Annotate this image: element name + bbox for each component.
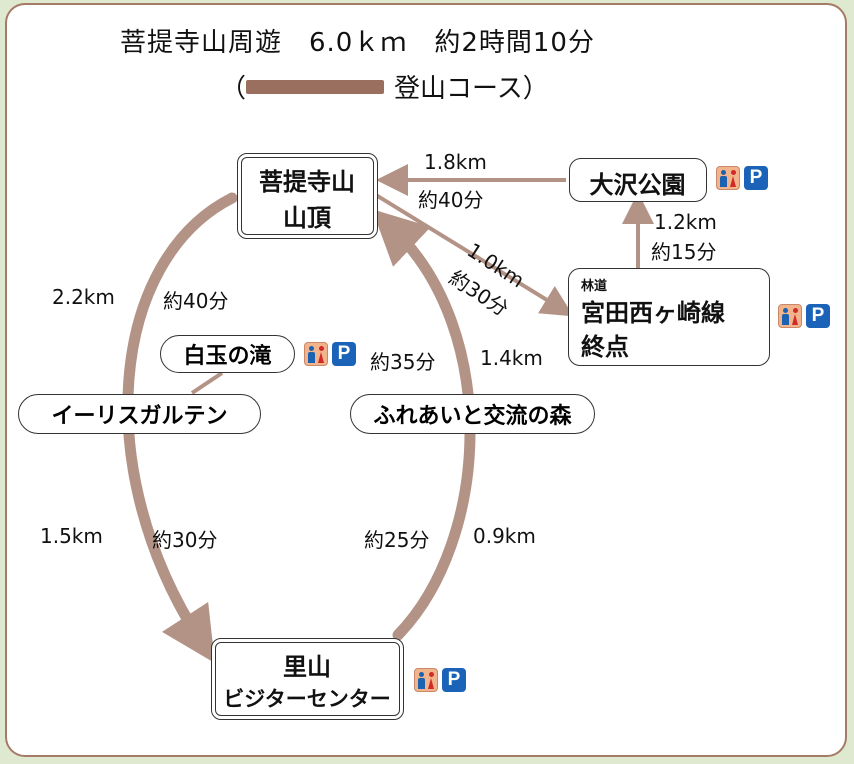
toilet-icon [778, 304, 802, 328]
dist-fureai-summit-time: 約35分 [370, 350, 436, 374]
rindo-box: 林道 宮田西ヶ崎線 終点 [568, 268, 770, 366]
osawa-box: 大沢公園 [569, 158, 707, 202]
parking-icon: P [442, 668, 466, 692]
route-summit-satoyama [122, 192, 238, 664]
route-satoyama-summit [372, 209, 476, 641]
dist-summit-irisu-km: 2.2km [52, 285, 115, 309]
legend-route-swatch [246, 80, 384, 94]
rindo-small-label: 林道 [581, 279, 608, 294]
dist-satoyama-fureai-km: 0.9km [473, 524, 536, 548]
route-summit-rindo [374, 193, 574, 317]
toilet-icon [304, 342, 328, 366]
dist-osawa-summit-km: 1.8km [424, 150, 487, 174]
dist-irisu-satoyama-time: 約30分 [152, 528, 218, 552]
toilet-icon [414, 668, 438, 692]
dist-osawa-summit-time: 約40分 [418, 188, 484, 212]
rindo-label-2: 終点 [581, 333, 629, 361]
parking-icon: P [806, 304, 830, 328]
shiratama-label: 白玉の滝 [160, 335, 295, 373]
osawa-label: 大沢公園 [589, 171, 686, 199]
dist-fureai-summit-km: 1.4km [480, 346, 543, 370]
summit-label-1: 菩提寺山 [259, 168, 355, 196]
page-title: 菩提寺山周遊 6.0ｋｍ 約2時間10分 [120, 28, 595, 58]
summit-box: 菩提寺山 山頂 [237, 153, 378, 239]
map-card [5, 3, 847, 757]
satoyama-box: 里山 ビジターセンター [211, 638, 404, 720]
toilet-icon [716, 166, 740, 190]
summit-label-2: 山頂 [283, 204, 331, 232]
shiratama-connector [190, 371, 224, 395]
legend-open: （ [220, 74, 247, 104]
irisu-label: イーリスガルテン [18, 394, 261, 434]
dist-rindo-osawa-time: 約15分 [651, 240, 717, 264]
rindo-label-1: 宮田西ヶ崎線 [581, 299, 725, 327]
dist-satoyama-fureai-time: 約25分 [364, 528, 430, 552]
fureai-label: ふれあいと交流の森 [350, 394, 595, 434]
dist-irisu-satoyama-km: 1.5km [40, 524, 103, 548]
satoyama-label-1: 里山 [283, 653, 331, 681]
dist-rindo-osawa-km: 1.2km [654, 210, 717, 234]
parking-icon: P [332, 342, 356, 366]
dist-summit-irisu-time: 約40分 [163, 289, 229, 313]
satoyama-label-2: ビジターセンター [223, 687, 391, 711]
parking-icon: P [744, 166, 768, 190]
legend-label: 登山コース） [394, 74, 549, 104]
